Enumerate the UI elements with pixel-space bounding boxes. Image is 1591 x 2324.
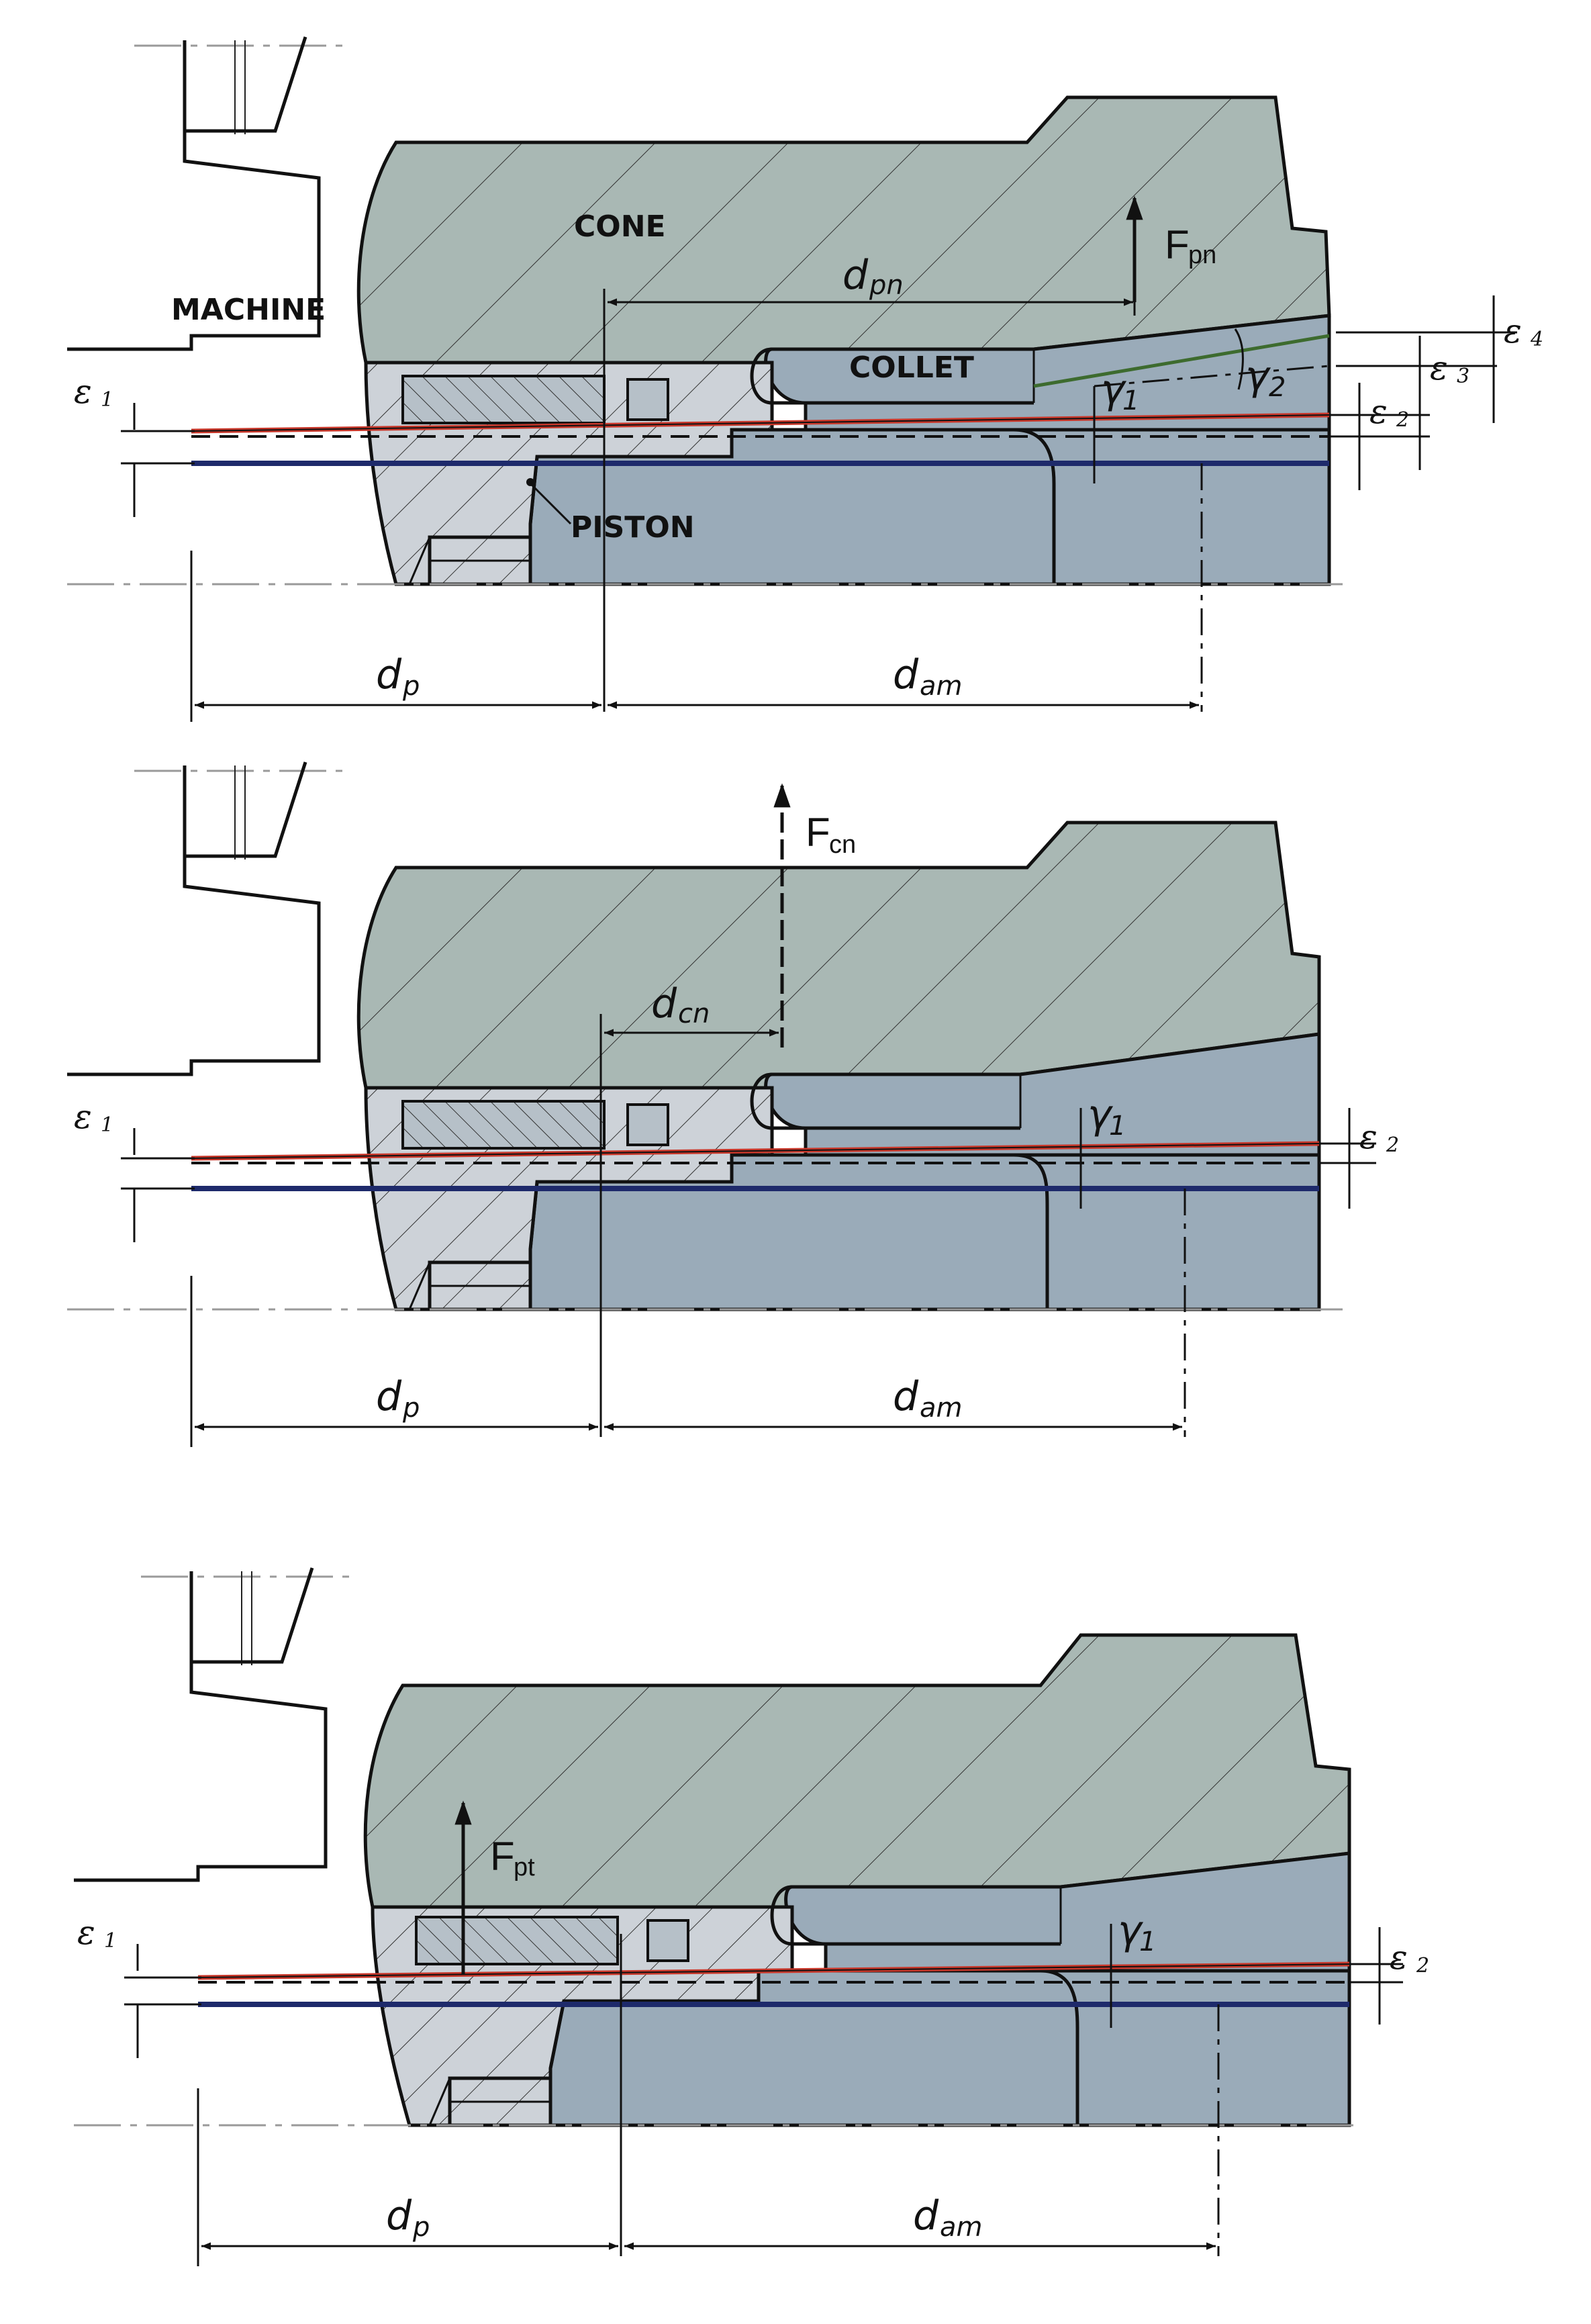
panel-1: MACHINE CONE COLLET PISTON F pn d pn γ 1…	[67, 36, 1543, 722]
wedge-line	[1033, 334, 1330, 388]
eps2-sub: 2	[1386, 1133, 1399, 1157]
eps4-symbol: ε	[1504, 312, 1522, 351]
dam-sub: am	[920, 1393, 962, 1424]
dp-sub: p	[402, 1393, 420, 1424]
machine-label: MACHINE	[171, 293, 326, 327]
dp-sub: p	[412, 2212, 430, 2243]
eps1-sub: 1	[101, 1113, 113, 1137]
force-label-f: F	[490, 1834, 515, 1879]
dp-d: d	[376, 1373, 402, 1420]
eps2-sub: 2	[1416, 1954, 1429, 1978]
gamma1-symbol: γ	[1118, 1907, 1144, 1954]
piston-nut	[401, 1100, 606, 1150]
dam-d: d	[893, 651, 919, 698]
dam-d: d	[913, 2192, 939, 2239]
dam-d: d	[893, 1373, 919, 1420]
gamma1-symbol: γ	[1088, 1091, 1114, 1138]
eps1-sub: 1	[101, 388, 113, 412]
dam-sub: am	[920, 671, 962, 702]
dpn-d: d	[842, 252, 869, 299]
cone-label: CONE	[574, 210, 666, 244]
machine-housing	[74, 1567, 349, 1882]
dp-d: d	[376, 651, 402, 698]
eps4-sub: 4	[1530, 328, 1543, 351]
force-label-f: F	[806, 810, 830, 855]
force-label-fcn-sub: cn	[829, 831, 856, 859]
gamma1-sub: 1	[1109, 1111, 1126, 1142]
force-label-fpn-sub: pn	[1188, 241, 1216, 269]
machine-housing	[67, 761, 342, 1076]
eps1-sub: 1	[104, 1929, 117, 1953]
dpn-sub: pn	[869, 270, 904, 301]
dp-sub: p	[402, 671, 420, 702]
eps1-symbol: ε	[74, 372, 92, 411]
piston-nut	[401, 375, 606, 424]
dcn-d: d	[651, 980, 677, 1027]
gamma2-symbol: γ	[1245, 353, 1271, 400]
piston-label: PISTON	[571, 510, 695, 545]
eps2-symbol: ε	[1390, 1938, 1408, 1977]
piston-key	[626, 1103, 669, 1146]
gamma2-sub: 2	[1269, 372, 1286, 403]
piston-key	[626, 378, 669, 421]
eps3-symbol: ε	[1430, 348, 1448, 387]
piston-nut	[415, 1916, 619, 1965]
dcn-sub: cn	[678, 998, 710, 1029]
cone-body	[363, 1633, 1351, 1909]
dp-d: d	[386, 2192, 412, 2239]
eps3-sub: 3	[1457, 365, 1469, 388]
panel-2: F cn d cn γ 1 ε 1 ε 2 d p d am	[67, 761, 1399, 1447]
machine-housing	[67, 36, 342, 351]
eps2-symbol: ε	[1359, 1117, 1378, 1156]
cone-body	[356, 95, 1331, 365]
force-label-f: F	[1165, 222, 1190, 267]
force-label-fpt-sub: pt	[514, 1853, 535, 1881]
eps1-symbol: ε	[77, 1913, 95, 1952]
collet-label: COLLET	[849, 351, 974, 385]
piston-key	[646, 1919, 689, 1962]
dam-sub: am	[940, 2212, 982, 2243]
gamma1-sub: 1	[1139, 1926, 1156, 1957]
eps1-symbol: ε	[74, 1097, 92, 1136]
cone-body	[356, 821, 1321, 1090]
eps2-sub: 2	[1396, 408, 1409, 432]
panel-3: F pt γ 1 ε 1 ε 2 d p d am	[74, 1567, 1429, 2266]
eps2-symbol: ε	[1369, 392, 1388, 431]
gamma1-sub: 1	[1122, 385, 1139, 416]
gamma1-symbol: γ	[1101, 366, 1127, 413]
